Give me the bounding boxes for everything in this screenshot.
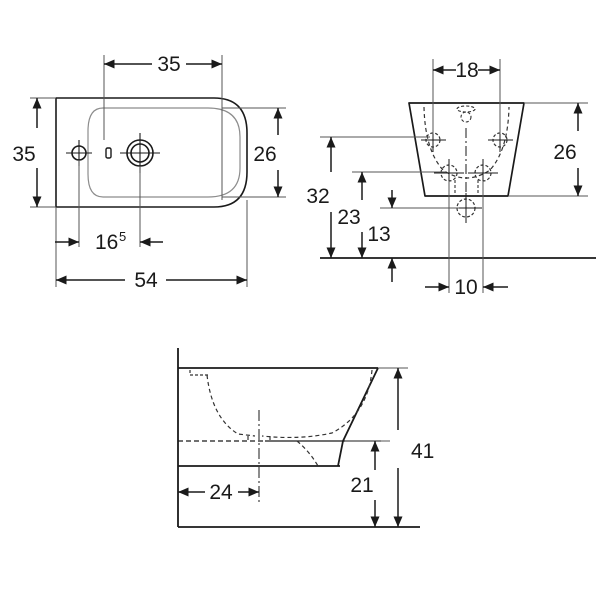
- plan-dim-35-top-label: 35: [157, 53, 180, 76]
- view-side-section: 41 21 24: [177, 348, 434, 528]
- side-bowl-hidden-left: [206, 374, 256, 437]
- plan-bowl-rim: [87, 107, 241, 198]
- front-top-hole: [460, 111, 472, 123]
- front-dim-10-label: 10: [454, 276, 477, 299]
- plan-slot: [105, 147, 112, 159]
- front-top-slot: [456, 105, 476, 113]
- view-front-elevation: 18 26 32 23 13 10: [306, 59, 596, 299]
- side-dim-41-label: 41: [411, 440, 434, 463]
- front-dim-13-label: 13: [367, 223, 390, 246]
- side-dim-21-label: 21: [350, 474, 373, 497]
- plan-dim-35-left-label: 35: [12, 143, 35, 166]
- front-dim-32-label: 32: [306, 185, 329, 208]
- view-plan: 35 35 26 16 5 54: [12, 53, 286, 292]
- front-dim-18-label: 18: [455, 59, 478, 82]
- side-trap-outlet: [296, 440, 319, 467]
- plan-dim-165-label: 16: [95, 231, 118, 254]
- front-dim-23-label: 23: [337, 206, 360, 229]
- side-bowl-hidden-right: [261, 369, 373, 439]
- side-top-slot: [189, 370, 208, 376]
- plan-dim-54-label: 54: [134, 269, 158, 292]
- front-dim-26-label: 26: [553, 141, 576, 164]
- plan-dim-26-label: 26: [253, 143, 276, 166]
- side-front-face: [337, 367, 379, 467]
- side-dim-24-label: 24: [209, 481, 233, 504]
- plan-dim-165-superscript: 5: [119, 229, 126, 244]
